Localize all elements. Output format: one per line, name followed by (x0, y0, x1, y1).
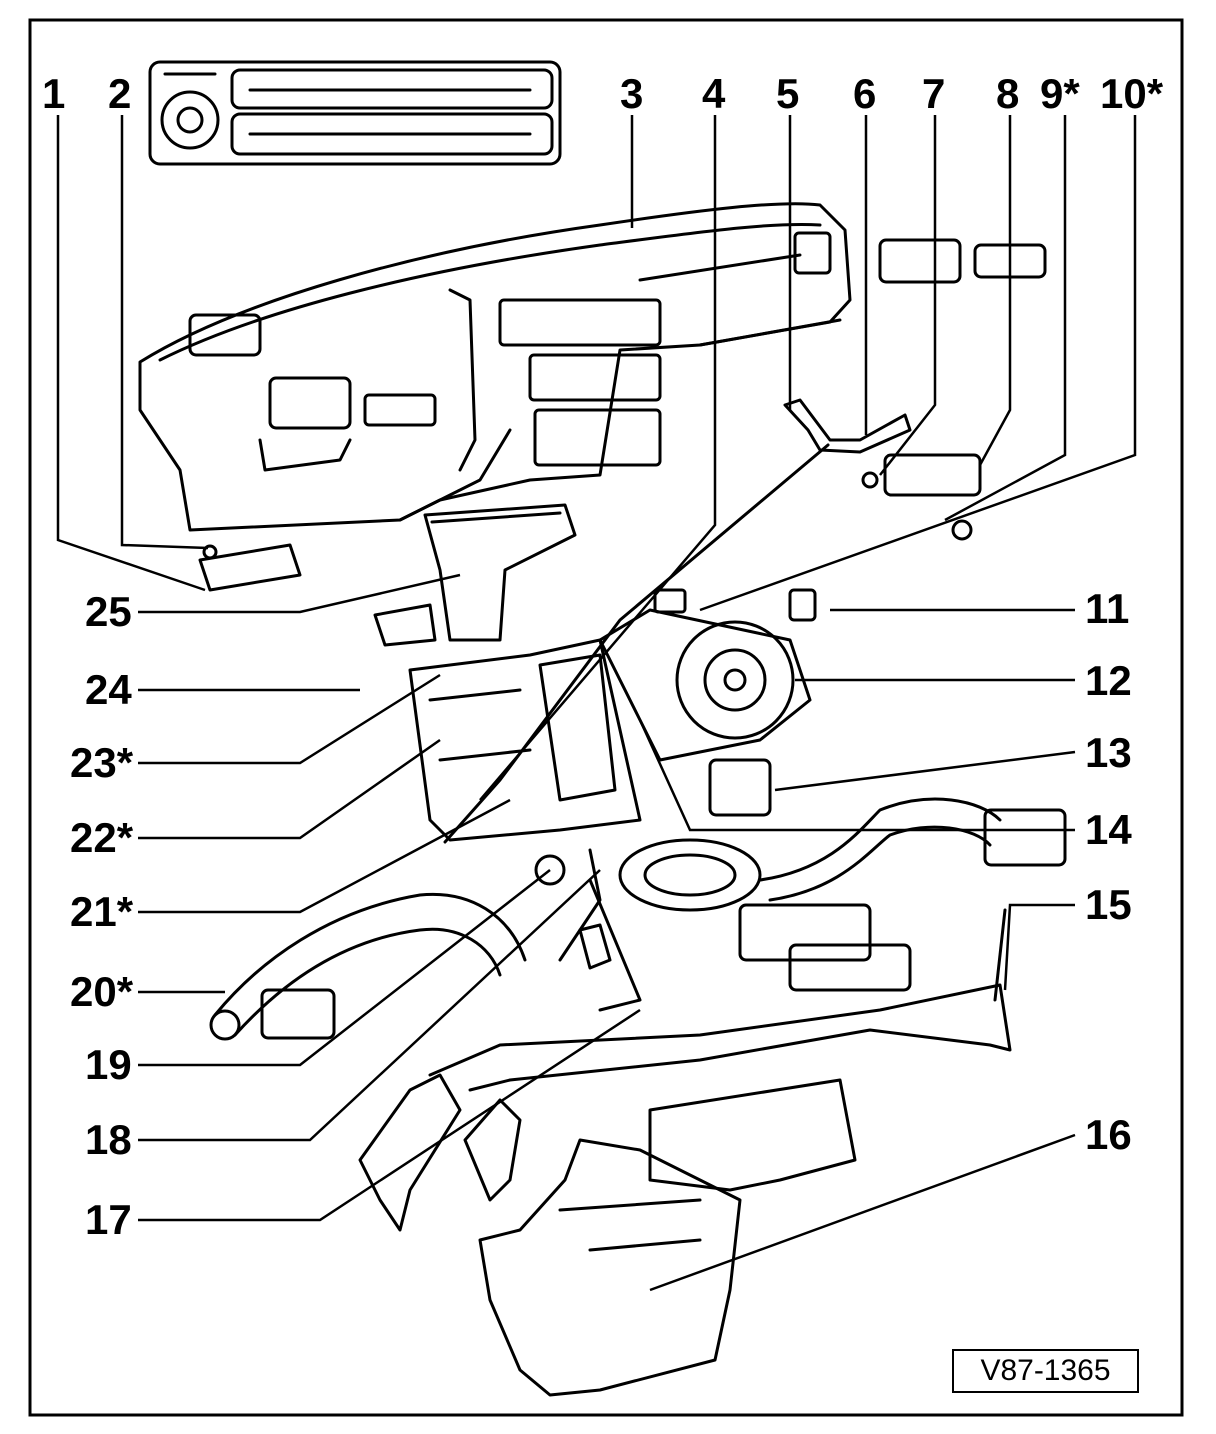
control-head-inset (148, 60, 562, 166)
callout-13: 13 (1085, 729, 1132, 776)
callout-7: 7 (922, 70, 946, 117)
lower-console-panel (478, 1078, 857, 1397)
leader-lines (56, 115, 1137, 1292)
callout-14: 14 (1085, 806, 1132, 853)
leader-8 (978, 115, 1012, 466)
callout-6: 6 (853, 70, 877, 117)
callout-19: 19 (85, 1041, 132, 1088)
callout-4: 4 (702, 70, 726, 117)
side-vents (861, 238, 1047, 541)
callout-8: 8 (996, 70, 1020, 117)
leader-4 (479, 115, 717, 801)
callout-3: 3 (620, 70, 644, 117)
mounting-bracket (358, 1073, 522, 1232)
leader-18 (138, 869, 601, 1142)
leader-19 (138, 869, 551, 1067)
diagram-border (28, 18, 1184, 1417)
callout-15: 15 (1085, 881, 1132, 928)
small-fittings (534, 848, 612, 970)
callout-23: 23* (70, 739, 134, 786)
callout-21: 21* (70, 888, 134, 935)
callout-9: 9* (1040, 70, 1080, 117)
coil-and-bracket (588, 838, 912, 1012)
leader-2 (120, 115, 209, 550)
heater-box (408, 638, 642, 842)
callout-11: 11 (1085, 585, 1130, 632)
centre-air-duct (373, 503, 577, 647)
support-rail (428, 908, 1012, 1092)
leader-13 (774, 750, 1076, 792)
callout-16: 16 (1085, 1111, 1132, 1158)
callout-2: 2 (108, 70, 132, 117)
leader-15 (1003, 903, 1075, 991)
control-lever (443, 398, 912, 844)
leader-10 (699, 115, 1137, 612)
callout-25: 25 (85, 588, 132, 635)
leader-21 (138, 798, 511, 914)
dashboard-panel (138, 202, 852, 532)
leader-16 (649, 1133, 1076, 1292)
leader-7 (879, 115, 937, 476)
leader-23 (138, 673, 441, 765)
figure-reference-code: V87-1365 (952, 1349, 1139, 1393)
leader-9 (944, 115, 1067, 522)
callout-22: 22* (70, 814, 134, 861)
callout-5: 5 (776, 70, 800, 117)
footwell-vent (198, 543, 302, 592)
callout-17: 17 (85, 1196, 132, 1243)
callout-1: 1 (42, 70, 66, 117)
leader-22 (138, 738, 441, 840)
callout-20: 20* (70, 968, 134, 1015)
callout-10: 10* (1100, 70, 1164, 117)
leader-17 (138, 1008, 641, 1222)
callout-12: 12 (1085, 657, 1132, 704)
right-air-hose (758, 797, 1067, 902)
leader-14 (638, 719, 1075, 832)
leader-1 (56, 115, 206, 592)
callout-24: 24 (85, 666, 132, 713)
callout-18: 18 (85, 1116, 132, 1163)
left-air-hose (209, 892, 527, 1041)
leader-25 (138, 573, 461, 614)
